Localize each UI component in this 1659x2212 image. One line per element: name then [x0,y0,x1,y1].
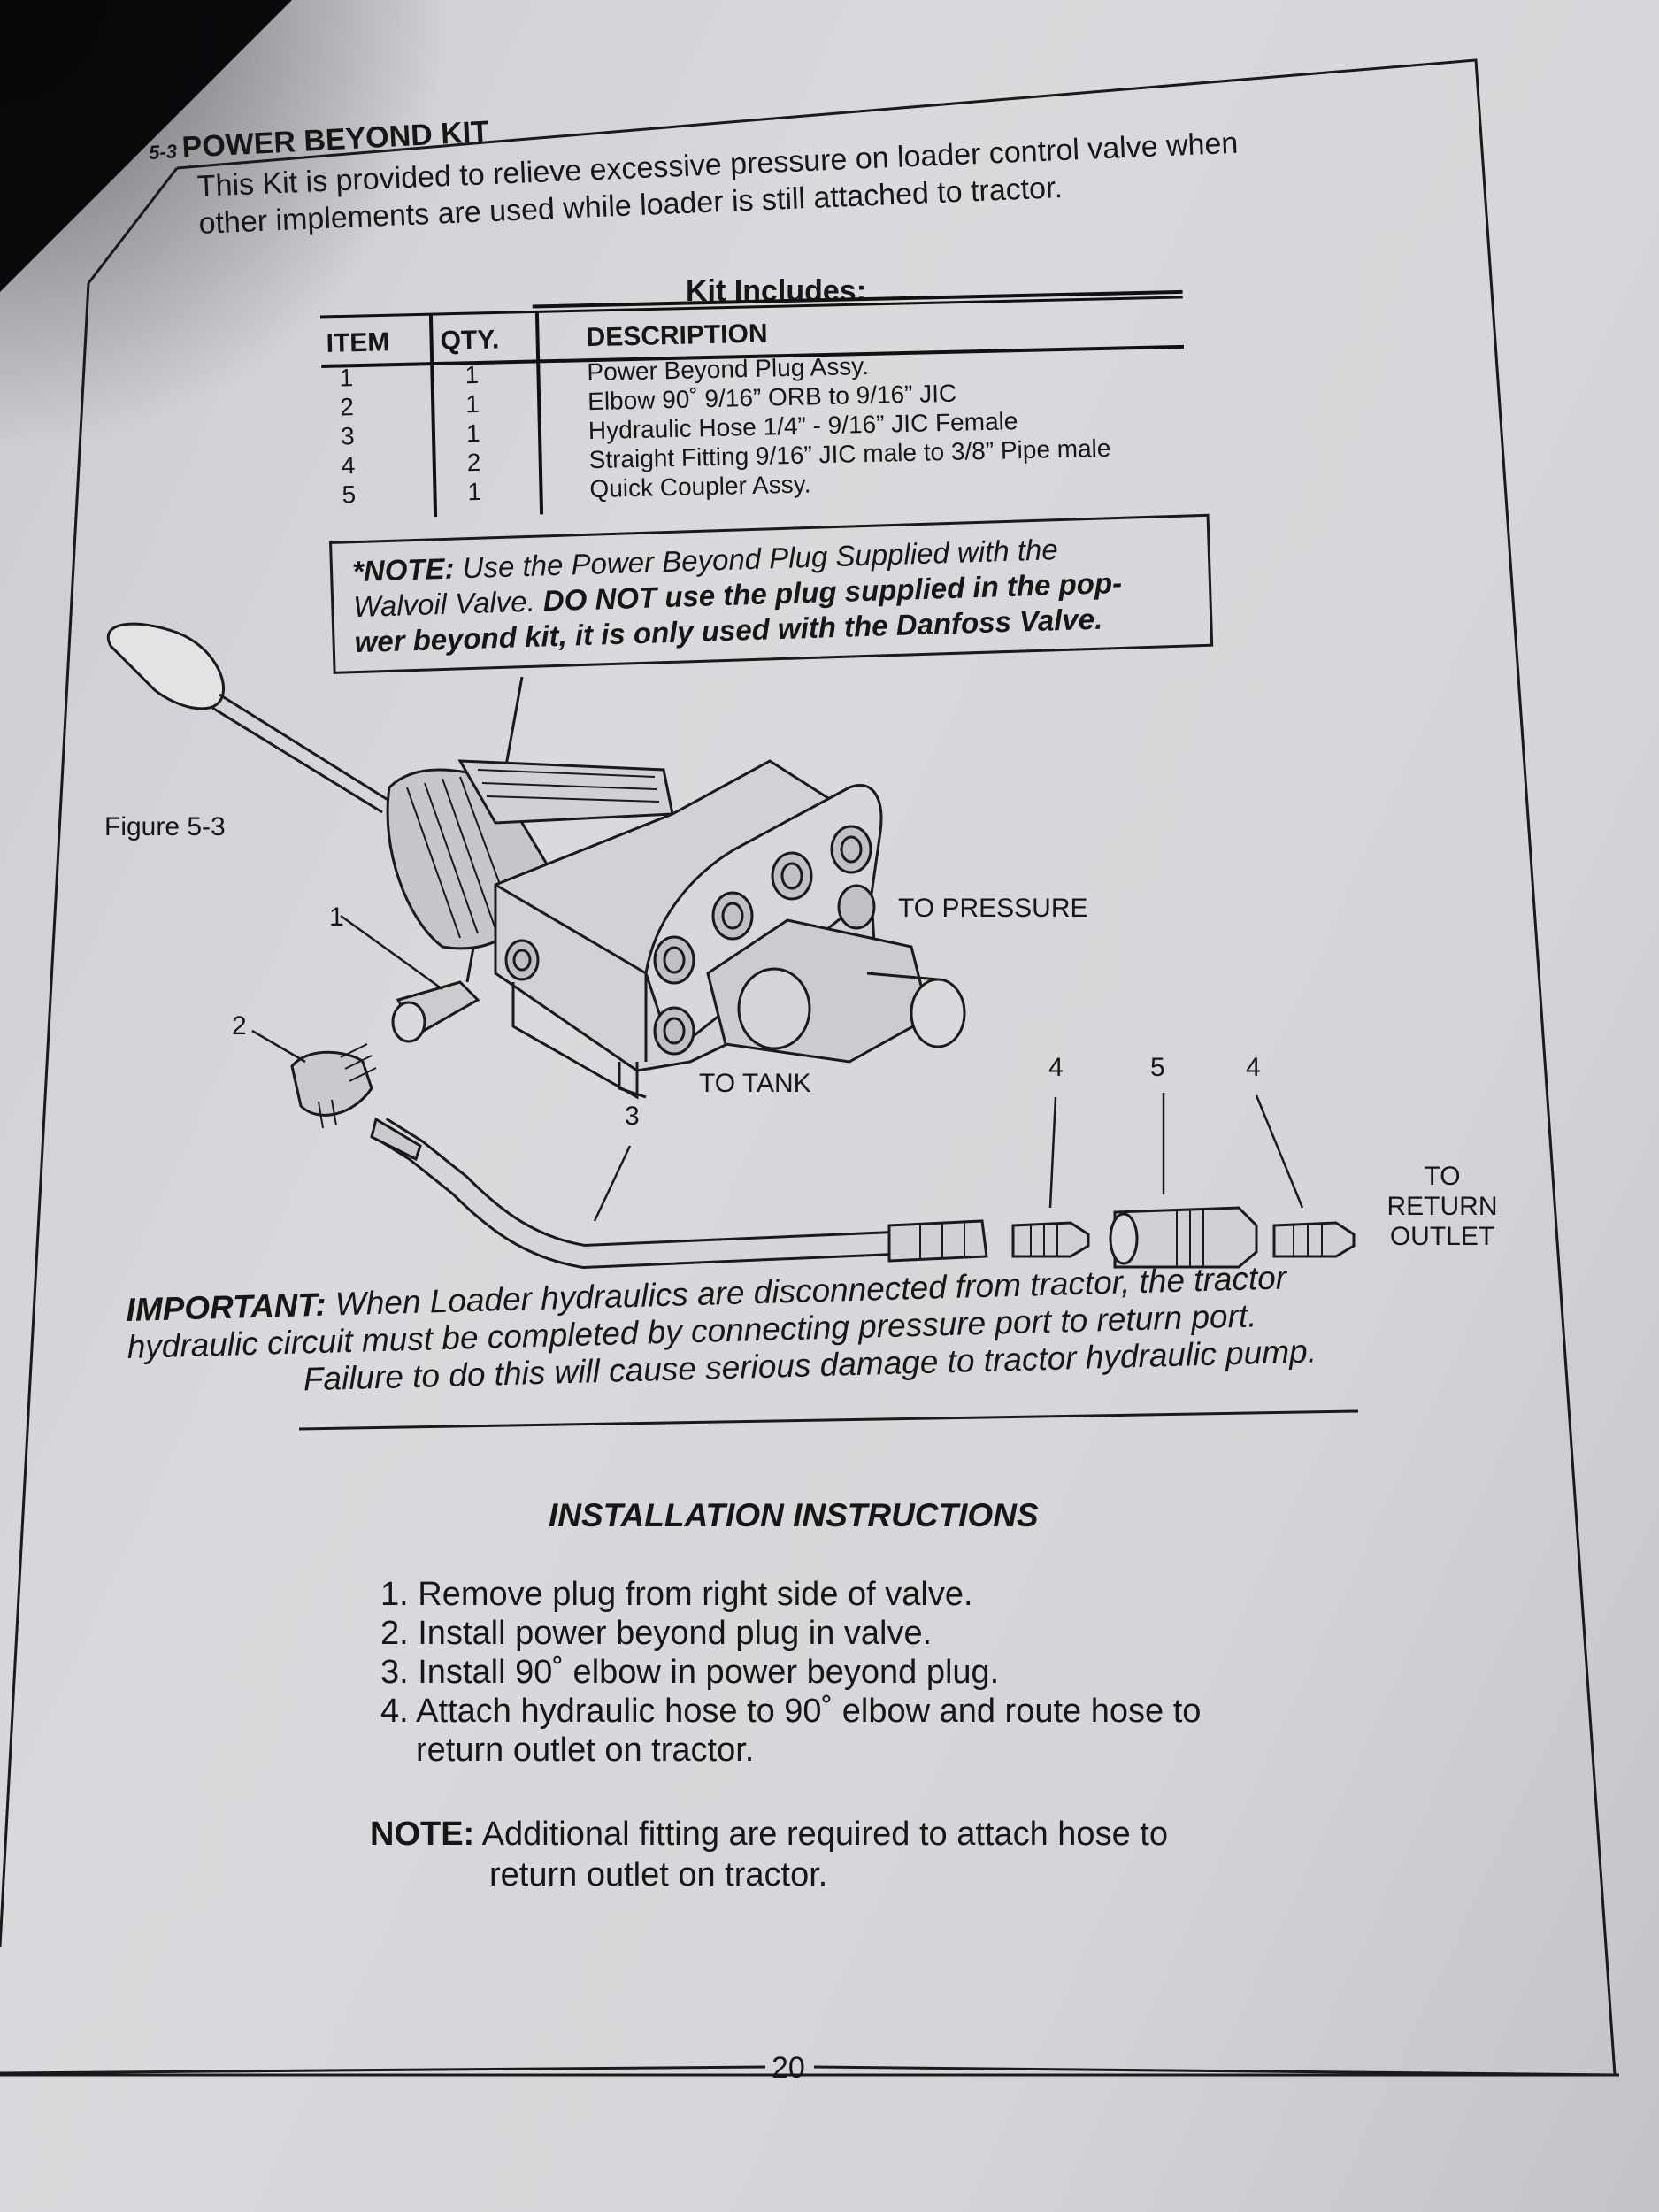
step-1: 1. Remove plug from right side of valve. [380,1576,973,1613]
label-to-pressure: TO PRESSURE [898,894,1088,923]
lever-knob [107,622,226,710]
step-2: 2. Install power beyond plug in valve. [380,1615,933,1652]
lever-shaft [211,693,390,814]
callout-5: 5 [1150,1053,1165,1082]
callout-4-left: 4 [1048,1053,1064,1082]
label-to-return-outlet: TO RETURN OUTLET [1380,1162,1504,1252]
step-4-continued: return outlet on tractor. [416,1732,755,1769]
straight-fitting-right [1272,1221,1356,1258]
label-to-tank: TO TANK [699,1069,811,1098]
installation-note-line-2: return outlet on tractor. [489,1856,828,1893]
elbow-fitting [290,1050,373,1117]
quick-coupler [1113,1206,1258,1269]
callout-2: 2 [232,1011,247,1041]
callout-3: 3 [625,1102,640,1131]
installation-note-line-1: Additional fitting are required to attac… [474,1816,1168,1853]
step-4: 4. Attach hydraulic hose to 90˚ elbow an… [380,1693,1202,1730]
figure-label: Figure 5-3 [104,812,226,841]
callout-1: 1 [329,902,344,932]
to-return-line-1: TO [1424,1162,1461,1191]
page-number: 20 [772,2051,805,2085]
installation-steps: 1. Remove plug from right side of valve.… [380,1575,1201,1770]
to-return-line-3: OUTLET [1389,1222,1495,1251]
to-return-line-2: RETURN [1386,1192,1498,1221]
installation-title: INSTALLATION INSTRUCTIONS [549,1497,1039,1533]
straight-fitting-left [1011,1221,1090,1258]
important-label: IMPORTANT: [126,1286,327,1328]
callout-4-right: 4 [1246,1053,1261,1082]
kit-table: ITEM QTY. DESCRIPTION 1 1 Power Beyond P… [319,289,1192,518]
kit-table-rules [319,289,1185,518]
installation-note: NOTE: Additional fitting are required to… [370,1814,1168,1895]
page-corner-shadow [0,0,531,531]
installation-note-label: NOTE: [370,1816,475,1853]
step-3: 3. Install 90˚ elbow in power beyond plu… [380,1654,1000,1691]
important-underline [298,1409,1359,1431]
